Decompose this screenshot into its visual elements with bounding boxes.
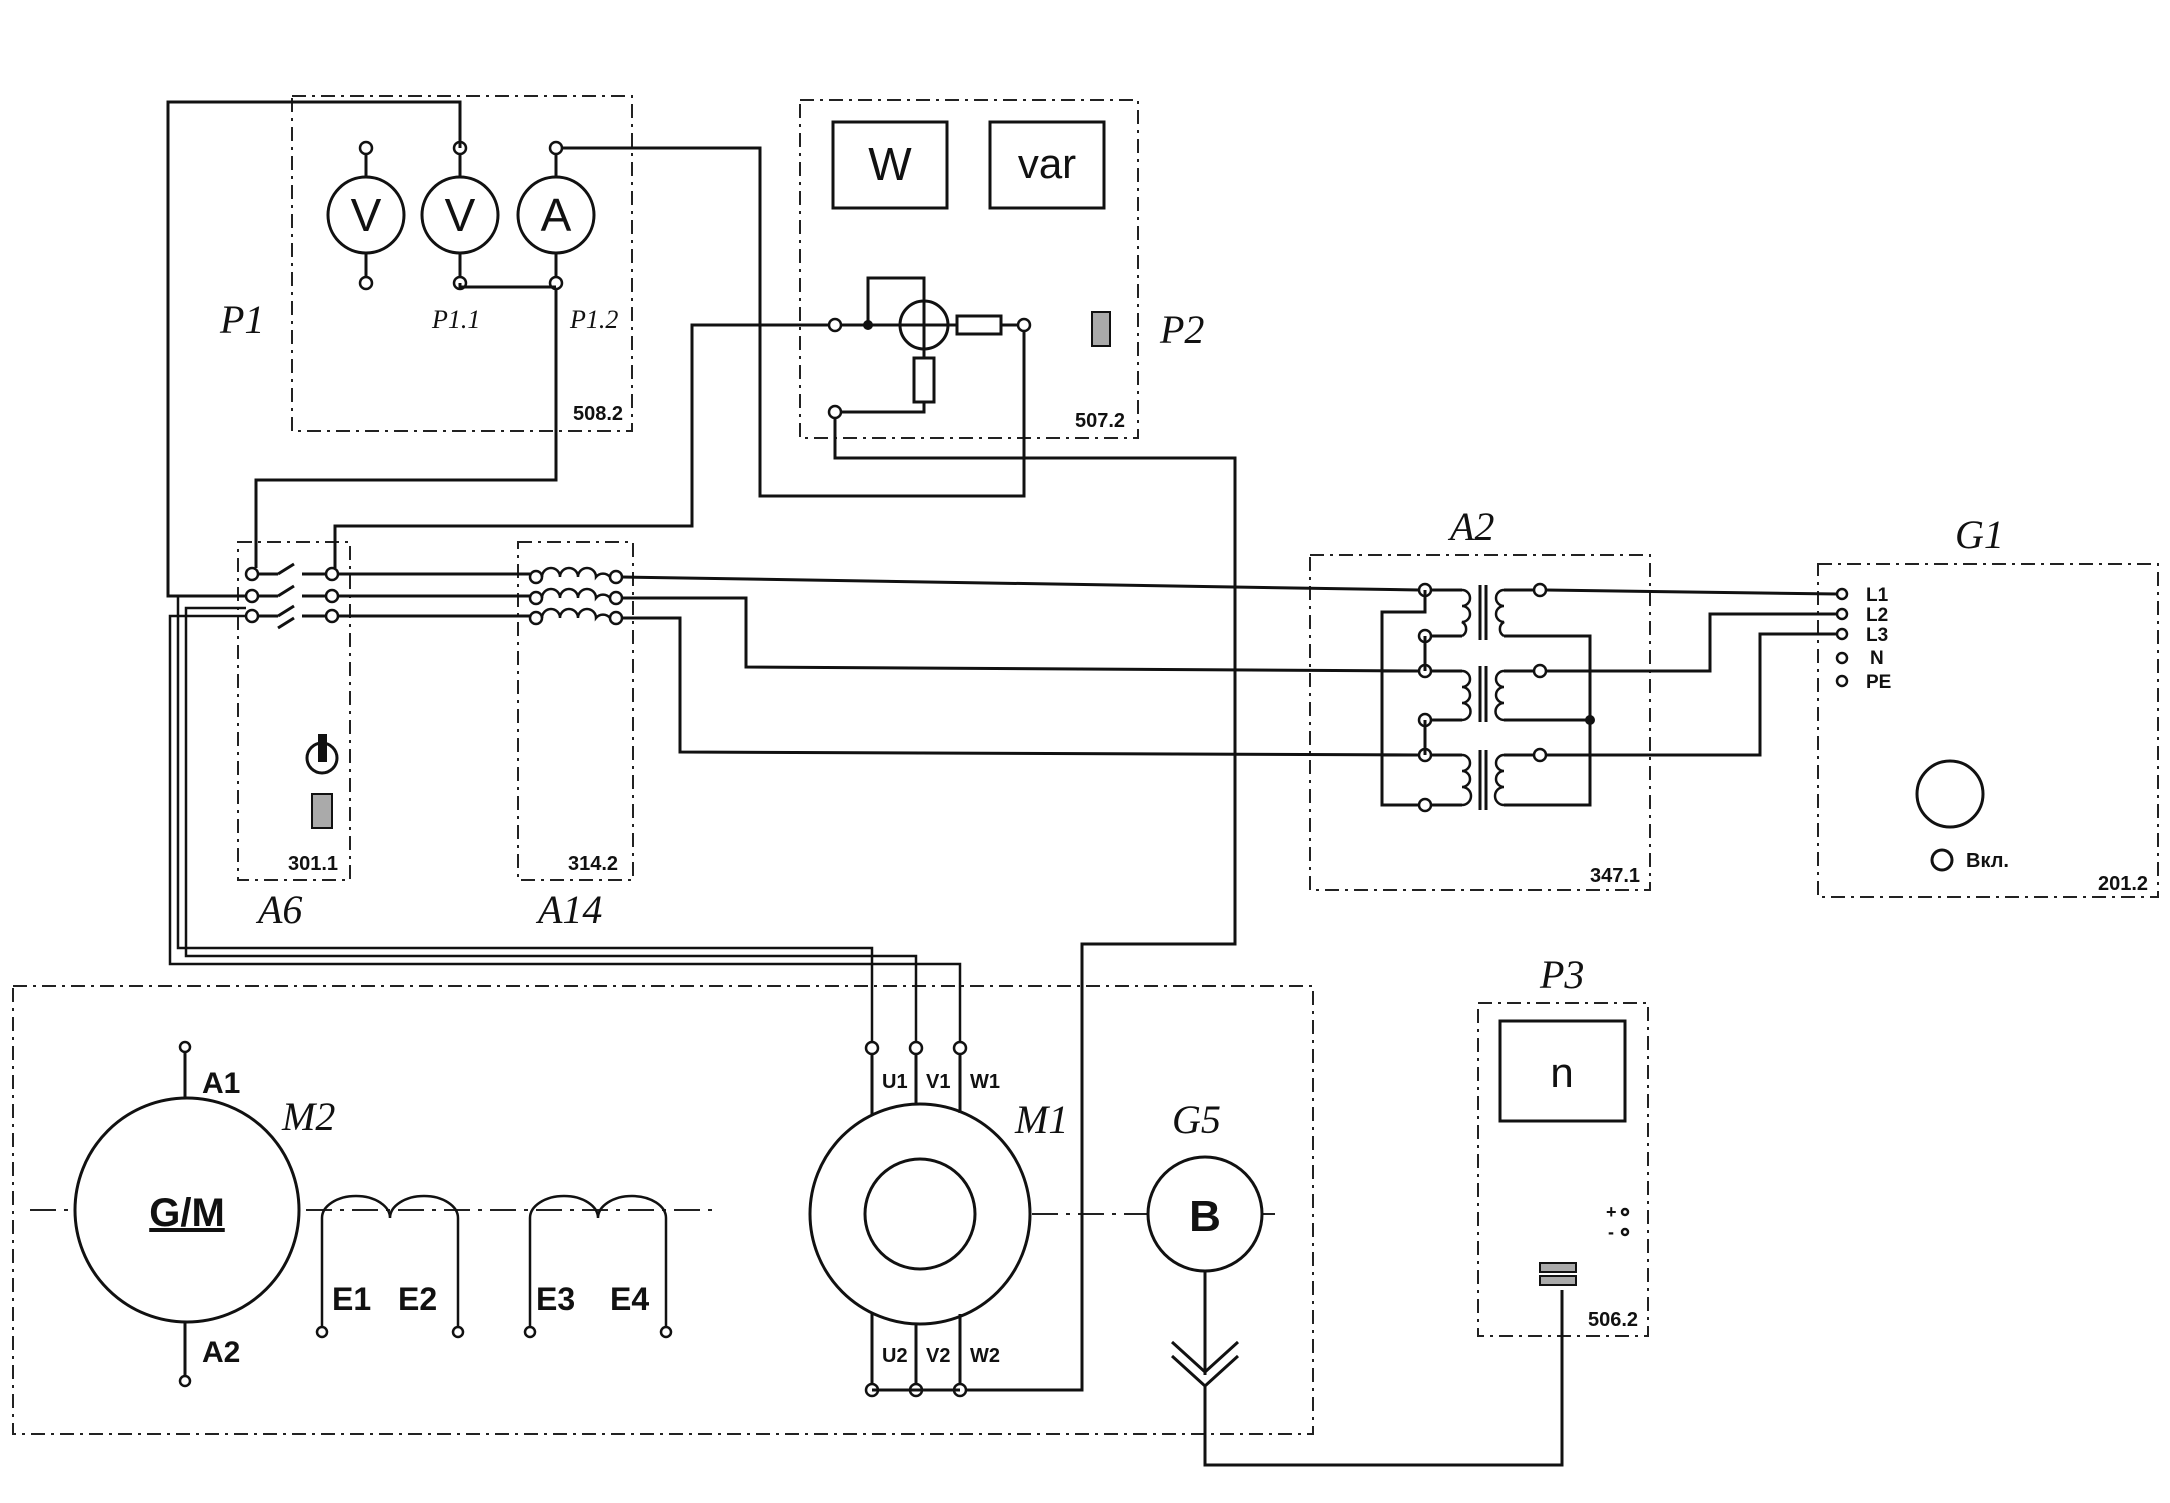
g1-terminals: [1835, 587, 1849, 688]
var-meter-label: var: [1018, 140, 1076, 187]
block-a14-label: A14: [535, 887, 602, 932]
g1-terminal-pe: PE: [1866, 672, 1891, 693]
field-terminal-e3: E3: [536, 1281, 575, 1317]
block-p3-code: 506.2: [1588, 1309, 1638, 1331]
m1-terminal-w1: W1: [970, 1071, 1000, 1093]
speed-display: [1498, 1019, 1627, 1123]
field-terminal-e4: E4: [610, 1281, 649, 1317]
speed-display-label: n: [1550, 1049, 1573, 1096]
field-winding-1-icon: [315, 1194, 465, 1339]
m1-terminal-v1: V1: [926, 1071, 950, 1093]
m2-symbol: G/M: [149, 1191, 225, 1235]
w-meter-display: [831, 120, 949, 210]
g5-label: G5: [1172, 1097, 1221, 1142]
block-p2-frame: [799, 99, 1139, 439]
block-a14-frame: [517, 541, 634, 881]
block-a2-label: A2: [1447, 504, 1494, 549]
var-meter-display: [988, 120, 1106, 210]
g1-main-knob-icon[interactable]: [1915, 759, 1985, 829]
block-p2-code: 507.2: [1075, 410, 1125, 432]
block-g1-frame: [1817, 563, 2159, 898]
ammeter-icon: A: [516, 140, 596, 291]
voltmeter-2-icon: V: [420, 140, 500, 291]
block-a6-code: 301.1: [288, 853, 338, 875]
block-a2-frame: [1309, 554, 1651, 891]
g1-terminal-l1: L1: [1866, 585, 1889, 606]
block-m-frame: [12, 985, 1314, 1435]
a6-indicator-icon: [311, 793, 333, 829]
field-terminal-e2: E2: [398, 1281, 437, 1317]
g1-power-label: Вкл.: [1966, 850, 2009, 872]
p3-input-connector-icon: [1539, 1262, 1577, 1286]
m1-terminal-u1: U1: [882, 1071, 908, 1093]
m1-terminal-u2: U2: [882, 1345, 908, 1367]
block-p1-frame: [291, 95, 633, 432]
m2-terminal-a2: A2: [202, 1336, 240, 1369]
m2-terminal-a1: A1: [202, 1067, 240, 1100]
g1-power-button-icon[interactable]: [1930, 848, 1954, 872]
block-a14-code: 314.2: [568, 853, 618, 875]
wiring: [166, 100, 1838, 1467]
g1-terminal-l2: L2: [1866, 605, 1888, 626]
block-p3-label: P3: [1539, 952, 1584, 997]
m1-label: M1: [1014, 1097, 1068, 1142]
key-switch-icon[interactable]: [305, 734, 339, 775]
p1-1-label: P1.1: [431, 305, 480, 334]
m2-dc-machine-icon: [73, 1096, 301, 1324]
block-a6-frame: [237, 541, 351, 881]
wattmeter-symbol-icon: [827, 276, 1032, 420]
p2-indicator-icon: [1091, 311, 1111, 347]
svg-text:V: V: [351, 189, 382, 241]
block-p1-code: 508.2: [573, 403, 623, 425]
field-winding-2-icon: [523, 1194, 673, 1339]
w-meter-label: W: [868, 138, 912, 190]
block-g1-code: 201.2: [2098, 873, 2148, 895]
p3-plus-label: +: [1606, 1202, 1617, 1222]
block-g1-label: G1: [1955, 512, 2004, 557]
g5-symbol: B: [1189, 1192, 1221, 1241]
block-p1-label: P1: [219, 297, 264, 342]
m1-terminal-w2: W2: [970, 1345, 1000, 1367]
m1-motor-icon: [808, 1102, 1032, 1326]
field-terminal-e1: E1: [332, 1281, 371, 1317]
svg-text:V: V: [445, 189, 476, 241]
p3-minus-label: -: [1608, 1222, 1614, 1242]
g1-terminal-l3: L3: [1866, 625, 1888, 646]
m2-label: M2: [281, 1094, 335, 1139]
block-p2-label: P2: [1159, 307, 1204, 352]
m1-terminal-v2: V2: [926, 1345, 950, 1367]
block-a6-label: A6: [255, 887, 302, 932]
three-phase-transformer-icon: [1380, 582, 1595, 813]
voltmeter-1-icon: V: [326, 140, 406, 291]
block-a2-code: 347.1: [1590, 865, 1640, 887]
g1-terminal-n: N: [1870, 648, 1884, 669]
svg-text:A: A: [541, 189, 572, 241]
reactor-coils-icon: [528, 566, 624, 626]
p1-2-label: P1.2: [569, 305, 618, 334]
g5-connector-icon: [1170, 1271, 1240, 1389]
circuit-breaker-icon: [244, 562, 340, 630]
